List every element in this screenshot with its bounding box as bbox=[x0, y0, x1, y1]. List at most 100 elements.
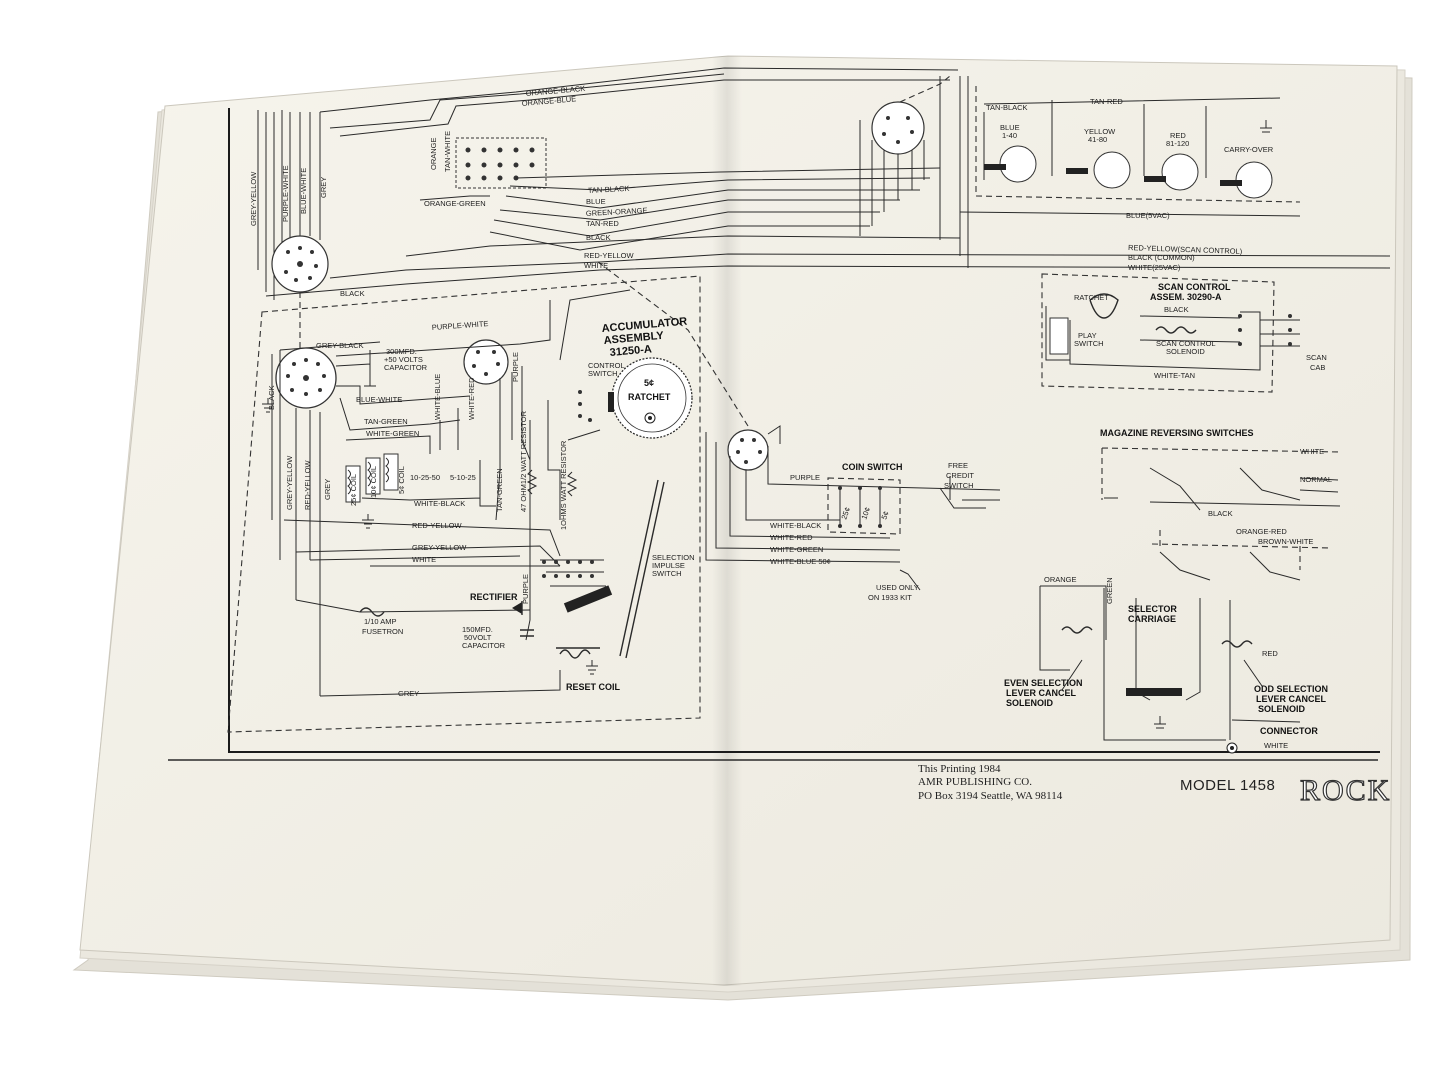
label-selection-impulse-3: SWITCH bbox=[652, 569, 682, 578]
label-grey-yellow-top: GREY-YELLOW bbox=[249, 171, 258, 226]
footer-brand: ROCK bbox=[1300, 774, 1391, 807]
label-brown-white: BROWN-WHITE bbox=[1258, 537, 1313, 546]
control-switch-block bbox=[608, 392, 614, 412]
label-black-low: BLACK bbox=[340, 289, 365, 298]
label-even-sel-3: SOLENOID bbox=[1006, 698, 1054, 708]
left-top-wiring bbox=[257, 67, 1391, 300]
label-rectifier: RECTIFIER bbox=[470, 592, 518, 602]
label-odd-sel-3: SOLENOID bbox=[1258, 704, 1306, 714]
label-grey-top: GREY bbox=[319, 177, 328, 198]
label-black-mag: BLACK bbox=[1208, 509, 1233, 518]
label-tan-green-v: TAN-GREEN bbox=[495, 468, 504, 512]
label-grey-yellow: GREY-YELLOW bbox=[285, 455, 294, 510]
ground-icon bbox=[262, 398, 274, 413]
label-connector: CONNECTOR bbox=[1260, 726, 1318, 736]
center-fold bbox=[712, 56, 742, 986]
label-fusetron: FUSETRON bbox=[362, 627, 403, 636]
booklet bbox=[79, 55, 1398, 986]
label-assembly: ASSEMBLY bbox=[603, 330, 665, 347]
label-tan-red-r: TAN-RED bbox=[1090, 97, 1123, 106]
label-carriage: CARRIAGE bbox=[1128, 614, 1176, 624]
footer: This Printing 1984 AMR PUBLISHING CO. PO… bbox=[918, 763, 1391, 808]
even-solenoid-icon bbox=[1061, 626, 1093, 634]
label-white-mid: WHITE bbox=[412, 555, 436, 564]
label-coin-25: 25¢ bbox=[839, 506, 852, 521]
label-play-switch: PLAY bbox=[1078, 331, 1097, 340]
label-blue-svac: BLUE(5VAC) bbox=[1126, 211, 1170, 220]
right-top-coils bbox=[859, 75, 1301, 268]
label-control-switch-2: SWITCH bbox=[588, 369, 618, 378]
label-normal: NORMAL bbox=[1300, 475, 1332, 484]
label-play-switch-2: SWITCH bbox=[1074, 339, 1104, 348]
label-white-red: WHITE-RED bbox=[467, 377, 476, 420]
selector-carriage-bar bbox=[1126, 688, 1182, 696]
footer-model: MODEL 1458 bbox=[1180, 777, 1275, 794]
label-coil-5: 5¢ COIL bbox=[397, 466, 406, 494]
label-cab-frag: CAB bbox=[1310, 363, 1325, 372]
label-scan-frag: SCAN bbox=[1306, 353, 1327, 362]
label-reset-coil: RESET COIL bbox=[566, 682, 621, 692]
scan-solenoid-icon bbox=[1155, 326, 1197, 334]
label-scan-solenoid-2: SOLENOID bbox=[1166, 347, 1205, 356]
coil-yellow-icon bbox=[1066, 151, 1131, 189]
label-yellow-range: 41-80 bbox=[1088, 135, 1107, 144]
coil-carryover-icon bbox=[1220, 161, 1273, 199]
label-white-conn: WHITE bbox=[1264, 741, 1288, 750]
label-white-blue-50: WHITE-BLUE 50¢ bbox=[770, 557, 831, 566]
right-top-labels: TAN-BLACK TAN-RED BLUE 1-40 YELLOW 41-80… bbox=[986, 97, 1274, 272]
label-coil-10: 10¢ COIL bbox=[369, 466, 378, 498]
resistor-1ohm-icon bbox=[566, 471, 578, 497]
label-red-yellow-mid: RED-YELLOW bbox=[412, 521, 463, 530]
label-odd-sel-2: LEVER CANCEL bbox=[1256, 694, 1327, 704]
label-white-mag: WHITE bbox=[1300, 447, 1324, 456]
label-coil-25: 25¢ COIL bbox=[349, 474, 358, 506]
label-blue: BLUE bbox=[586, 197, 606, 206]
label-white-black-coin: WHITE-BLACK bbox=[770, 521, 821, 530]
label-white-25vac: WHITE(25VAC) bbox=[1128, 263, 1181, 272]
footer-publisher: AMR PUBLISHING CO. bbox=[918, 776, 1032, 788]
resistor-47ohm-icon bbox=[526, 469, 538, 495]
footer-printing: This Printing 1984 bbox=[918, 763, 1001, 775]
label-grey-yellow-mid: GREY-YELLOW bbox=[412, 543, 467, 552]
coin-plug-icon bbox=[727, 429, 769, 471]
label-purple-coin: PURPLE bbox=[790, 473, 820, 482]
label-cap-150-volt: 50VOLT bbox=[464, 633, 492, 642]
right-plug-icon bbox=[871, 101, 925, 155]
label-magazine: MAGAZINE REVERSING SWITCHES bbox=[1100, 428, 1254, 438]
label-grey-left: GREY bbox=[323, 479, 332, 500]
label-purple-white-top: PURPLE-WHITE bbox=[281, 165, 290, 222]
label-grey-black: GREY-BLACK bbox=[316, 341, 364, 350]
label-black-scan: BLACK bbox=[1164, 305, 1189, 314]
label-resistor-1: 1OHMS WATT RESISTOR bbox=[559, 440, 568, 530]
odd-solenoid-icon bbox=[1221, 640, 1253, 648]
ground-icon bbox=[586, 660, 598, 675]
label-used-only-2: ON 1933 KIT bbox=[868, 593, 912, 602]
label-white-tan: WHITE-TAN bbox=[1154, 371, 1195, 380]
label-used-only: USED ONLY bbox=[876, 583, 919, 592]
coil-red-icon bbox=[1144, 153, 1199, 191]
label-tan-white: TAN-WHITE bbox=[443, 131, 452, 172]
label-purple-v: PURPLE bbox=[511, 352, 520, 382]
label-coin-switch: COIN SWITCH bbox=[842, 462, 903, 472]
label-red-yellow: RED-YELLOW bbox=[584, 251, 635, 260]
label-red-yellow-left: RED-YELLOW bbox=[303, 459, 312, 510]
label-orange-sel: ORANGE bbox=[1044, 575, 1077, 584]
ratchet-wheel-icon bbox=[611, 357, 693, 439]
drawing-frame bbox=[168, 108, 1380, 761]
ground-icon bbox=[1260, 120, 1272, 133]
label-purple-white: PURPLE-WHITE bbox=[432, 319, 489, 332]
magazine-selector-section: MAGAZINE REVERSING SWITCHES WHITE BLACK … bbox=[1004, 428, 1341, 754]
label-selection-impulse: SELECTION bbox=[652, 553, 695, 562]
label-cap-300-volts: +50 VOLTS bbox=[384, 355, 423, 364]
footer-address: PO Box 3194 Seattle, WA 98114 bbox=[918, 790, 1063, 802]
label-green-orange: GREEN-ORANGE bbox=[586, 206, 648, 218]
label-orange: ORANGE bbox=[429, 137, 438, 170]
label-cap-300: 300MFD. bbox=[386, 347, 417, 356]
label-cap-150-type: CAPACITOR bbox=[462, 641, 506, 650]
label-white: WHITE bbox=[584, 261, 608, 270]
label-resistor-47: 47 OHM1/2 WATT RESISTOR bbox=[519, 410, 528, 512]
fusetron-icon bbox=[359, 607, 385, 617]
label-sw-5-10-25: 5-10-25 bbox=[450, 473, 476, 482]
label-free-credit: FREE bbox=[948, 461, 968, 470]
